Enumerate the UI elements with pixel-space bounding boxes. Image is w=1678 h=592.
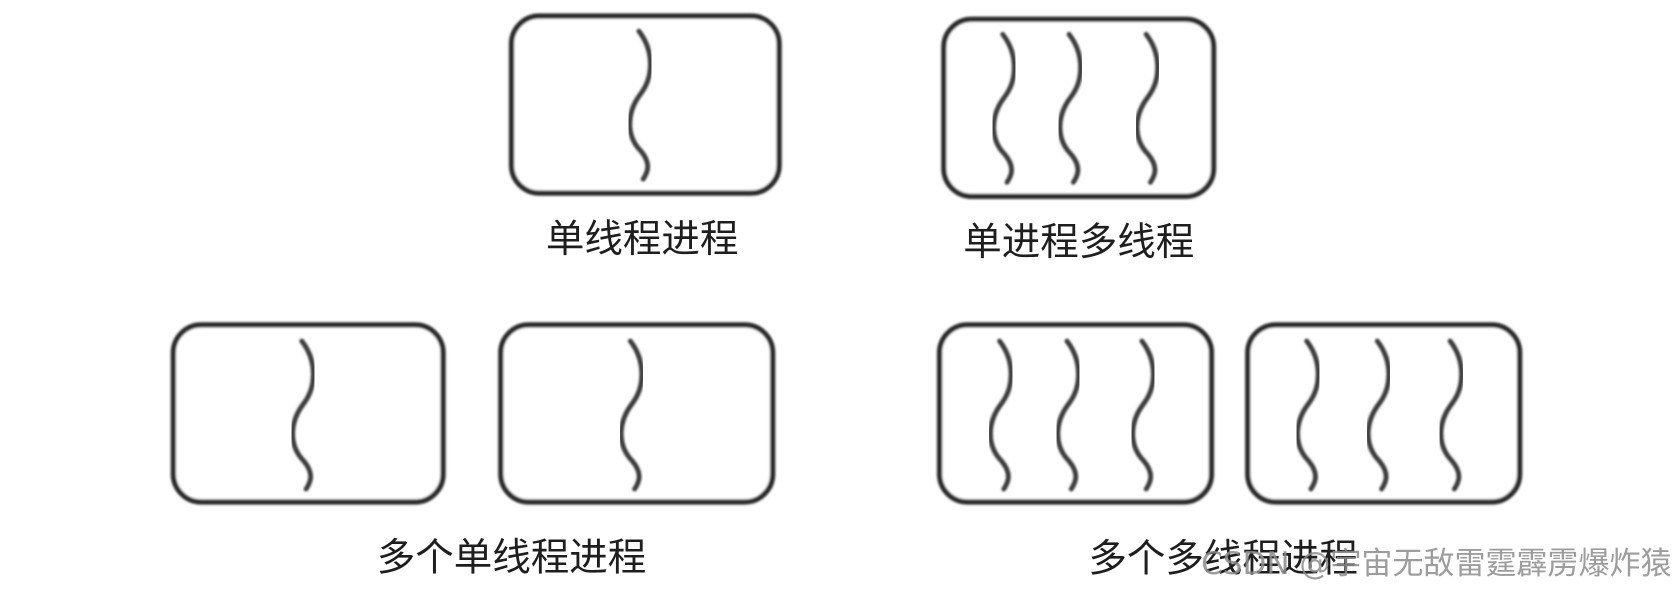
panel-label: 多个单线程进程 bbox=[377, 536, 647, 581]
panel-label: 单线程进程 bbox=[546, 217, 739, 262]
panel-label: 多个多线程进程 bbox=[1088, 537, 1358, 582]
process-box-icon bbox=[170, 322, 446, 505]
panel-multiple-multi-thread-processes: 多个多线程进程 bbox=[936, 322, 1523, 582]
process-box-icon bbox=[508, 13, 782, 196]
panel-multiple-single-thread-processes: 多个单线程进程 bbox=[170, 322, 776, 581]
panel-label: 单进程多线程 bbox=[963, 220, 1194, 265]
watermark: CSDN @宇宙无敌雷霆霹雳爆炸猿 bbox=[1201, 546, 1671, 582]
panel-single-thread-process: 单线程进程 bbox=[508, 13, 782, 262]
panel-single-process-multi-thread: 单进程多线程 bbox=[941, 16, 1217, 265]
process-box-icon bbox=[498, 322, 776, 505]
